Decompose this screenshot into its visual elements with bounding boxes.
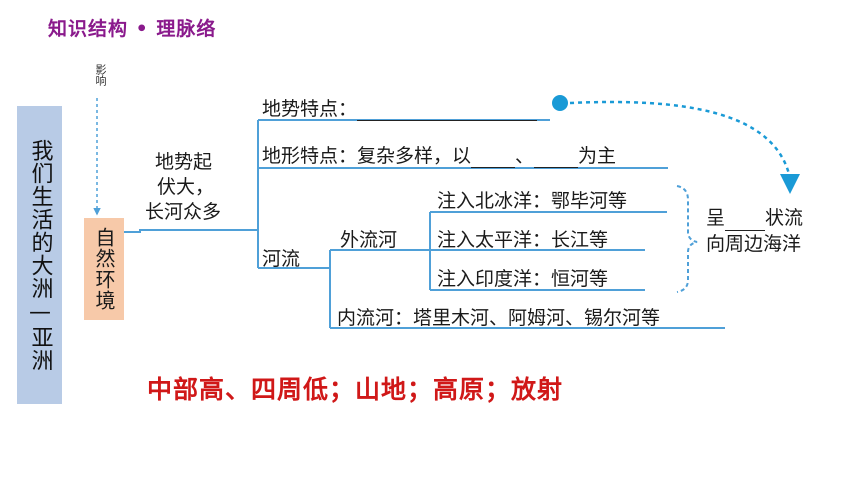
dotted-curve-arrow <box>569 100 792 179</box>
rivers-label: 河流 <box>262 248 301 270</box>
slope-feature-label: 地势特点： <box>262 98 358 120</box>
branch-pacific: 注入太平洋：长江等 <box>437 229 609 251</box>
flow-pattern-line-2: 向周边海洋 <box>706 233 802 255</box>
flow-pattern-line-1: 呈 状流 <box>706 205 803 231</box>
environment-label: 自然环境 <box>92 227 116 311</box>
section-header: 知识结构 • 理脉络 <box>48 18 217 40</box>
arrowhead-icon <box>780 174 800 194</box>
answer-text: 中部高、四周低；山地；高原；放射 <box>147 375 564 404</box>
flow-prefix: 呈 <box>706 207 726 229</box>
landform-end: 为主 <box>578 145 617 167</box>
landform-blank-2 <box>534 147 579 168</box>
exterior-river-label: 外流河 <box>340 229 398 251</box>
landform-feature: 地形特点：复杂多样，以 、 为主 <box>262 141 616 168</box>
flow-suffix: 状流 <box>765 207 804 229</box>
branch-indian: 注入印度洋：恒河等 <box>437 268 609 290</box>
terrain-summary-line: 长河众多 <box>145 201 222 223</box>
environment-box: 自然环境 <box>84 218 124 320</box>
root-topic-label: 我们生活的大洲—亚洲 <box>27 138 53 372</box>
landform-separator: 、 <box>515 145 535 167</box>
slope-blank <box>357 100 538 121</box>
dashed-brace <box>676 185 698 293</box>
source-dot <box>552 95 568 111</box>
env-to-terrain-line <box>124 229 258 233</box>
landform-blank-1 <box>471 147 516 168</box>
landform-feature-label: 地形特点：复杂多样，以 <box>262 145 472 167</box>
interior-river: 内流河：塔里木河、阿姆河、锡尔河等 <box>337 307 661 329</box>
terrain-summary-line: 伏大， <box>157 176 215 198</box>
branch-arctic: 注入北冰洋：鄂毕河等 <box>437 190 628 212</box>
flow-pattern: 呈 状流 向周边海洋 <box>706 205 803 257</box>
flow-blank <box>725 210 766 231</box>
influence-label: 影响 <box>94 64 107 86</box>
root-topic-box: 我们生活的大洲—亚洲 <box>17 106 62 404</box>
terrain-summary-line: 地势起 <box>155 151 213 173</box>
slope-feature: 地势特点： <box>262 94 538 121</box>
terrain-summary: 地势起 伏大， 长河众多 <box>145 150 221 225</box>
